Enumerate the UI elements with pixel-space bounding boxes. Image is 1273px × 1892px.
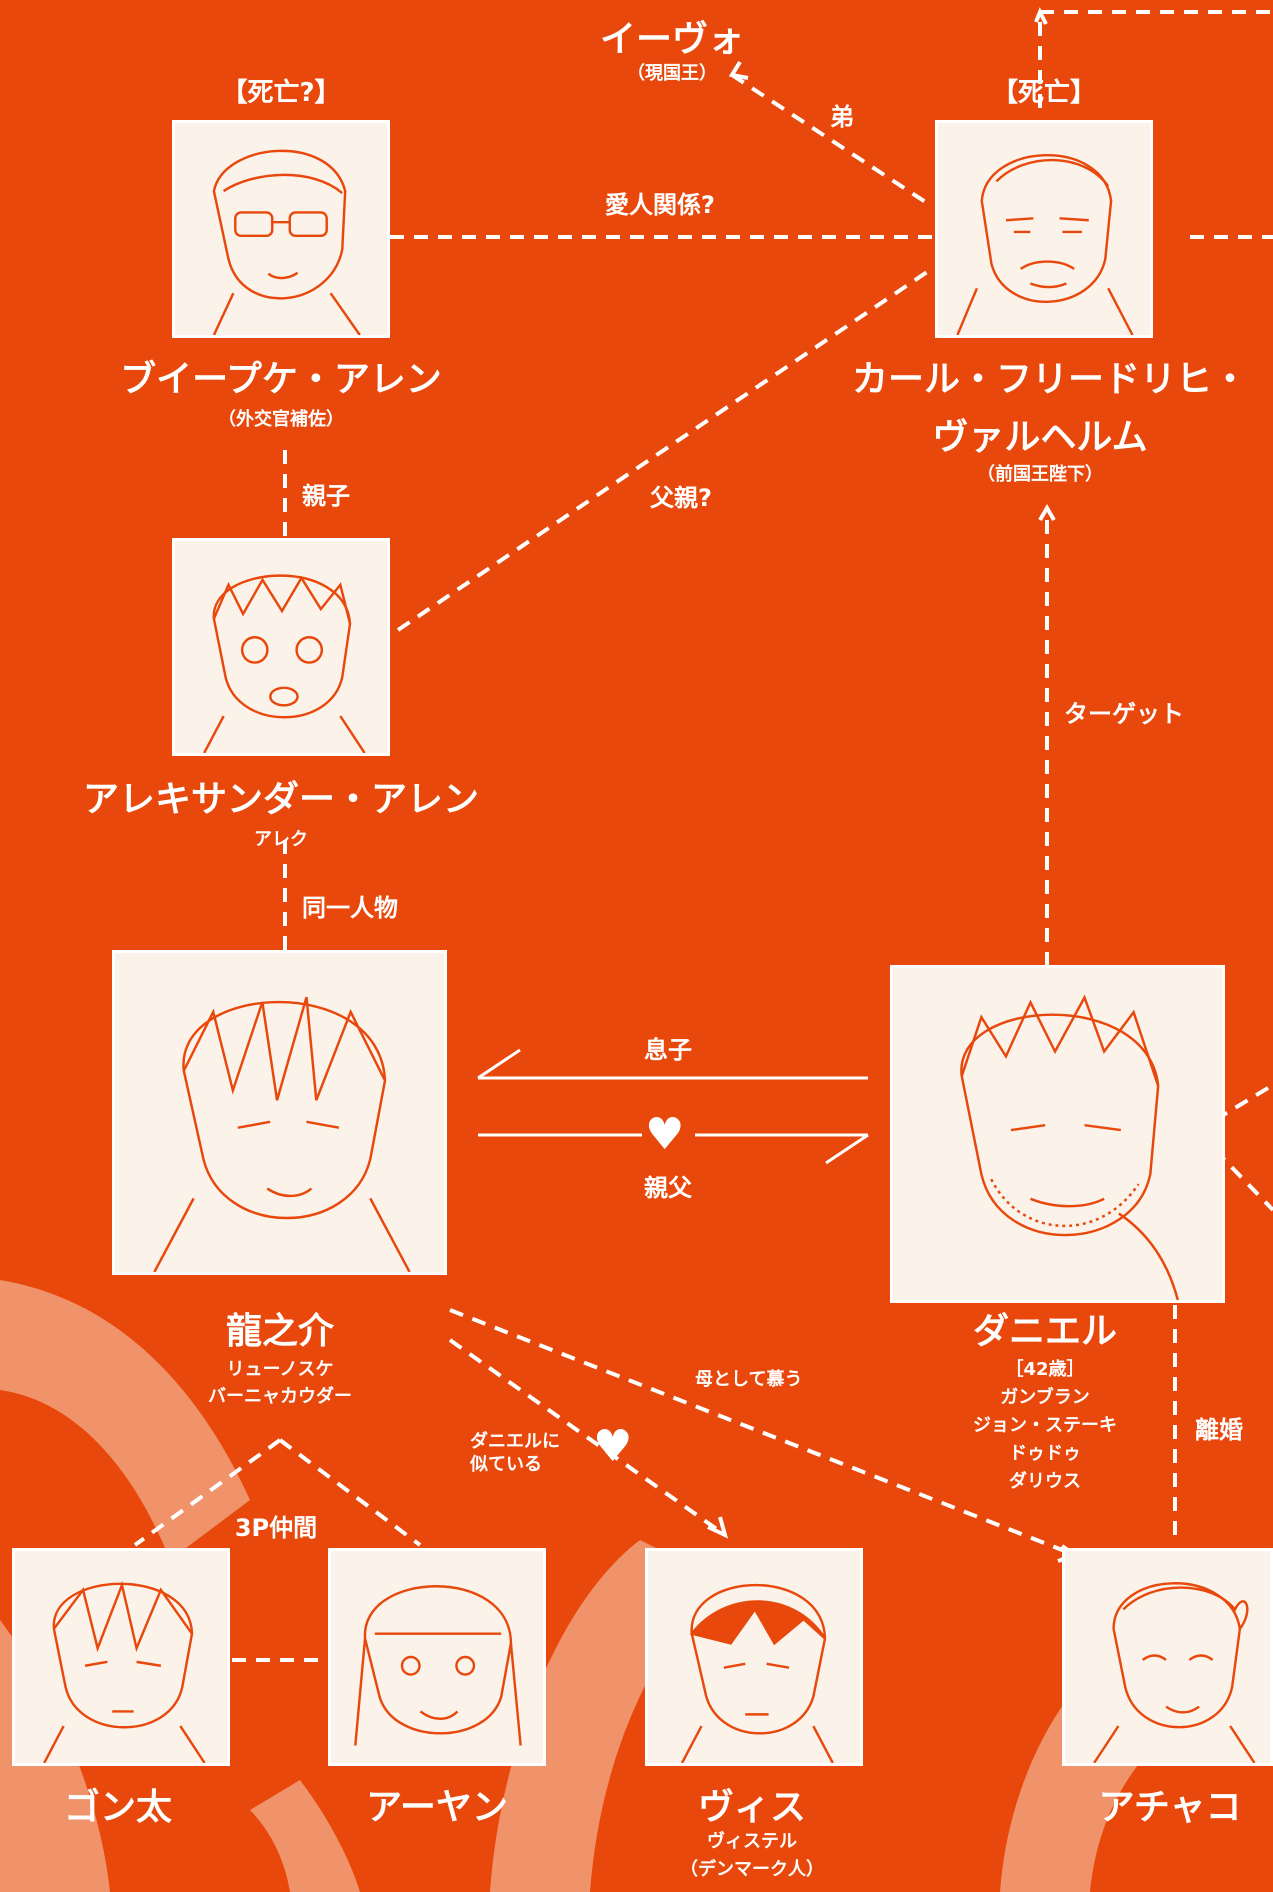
alexander-note: アレク (254, 829, 308, 850)
ivo-note: （現国王） (627, 63, 717, 84)
daniel-note3: ジョン・ステーキ (973, 1415, 1117, 1436)
relation-mother-admire: 母として慕う (695, 1369, 803, 1390)
karl-note: （前国王陛下） (977, 464, 1103, 485)
relation-threesome: 3P仲間 (234, 1514, 318, 1542)
bipke-name: ブイープケ・アレン (120, 359, 442, 400)
aayan-name: アーヤン (366, 1787, 508, 1828)
edge-ryu-vis (448, 1338, 727, 1537)
portrait-aayan (328, 1548, 546, 1766)
edge-ryu-gonta (133, 1438, 282, 1547)
relation-father-q: 父親? (650, 484, 712, 512)
relation-target: ターゲット (1064, 700, 1184, 728)
karl-portrait-icon (956, 153, 1134, 335)
heart-icon: ♥ (645, 1109, 685, 1160)
relation-dad: 親父 (644, 1174, 692, 1202)
ryunosuke-name: 龍之介 (225, 1311, 335, 1352)
gonta-portrait-icon (43, 1580, 206, 1763)
aayan-portrait-icon (354, 1585, 522, 1746)
relation-lovers: 愛人関係? (605, 191, 715, 219)
relation-resembles: ダニエルに 似ている (470, 1431, 560, 1476)
bipke-note: （外交官補佐） (218, 409, 344, 430)
relation-same-person: 同一人物 (302, 894, 398, 922)
portrait-ryunosuke (112, 950, 447, 1275)
edge-ivo-karl (730, 73, 932, 207)
relation-divorce: 離婚 (1195, 1416, 1243, 1444)
ryunosuke-portrait-icon (153, 996, 411, 1272)
karl-status: 【死亡】 (991, 78, 1097, 108)
heart-icon-2: ♥ (593, 1421, 633, 1472)
portrait-achako (1062, 1548, 1273, 1766)
portrait-karl (935, 120, 1153, 338)
daniel-portrait-icon (960, 994, 1179, 1300)
portrait-daniel (890, 965, 1225, 1303)
edge-alex-karl (396, 268, 932, 632)
daniel-note5: ダリウス (1009, 1471, 1081, 1492)
portrait-vis (645, 1548, 863, 1766)
relation-brother: 弟 (830, 103, 854, 131)
portrait-alexander (172, 538, 390, 756)
alexander-portrait-icon (203, 574, 366, 753)
daniel-name: ダニエル (972, 1311, 1118, 1352)
vis-note1: ヴィステル (707, 1831, 797, 1852)
ryunosuke-note1: リューノスケ (226, 1359, 334, 1380)
achako-portrait-icon (1093, 1582, 1256, 1763)
vis-portrait-icon (680, 1583, 834, 1763)
relation-parent-child: 親子 (302, 482, 350, 510)
achako-name: アチャコ (1098, 1787, 1242, 1828)
ryunosuke-note2: バーニャカウダー (208, 1386, 352, 1407)
karl-name-line1: カール・フリードリヒ・ (851, 359, 1249, 400)
ivo-name: イーヴォ (599, 19, 745, 60)
portrait-bipke (172, 120, 390, 338)
portrait-gonta (12, 1548, 230, 1766)
daniel-note2: ガンブラン (1000, 1387, 1090, 1408)
edge-ryu-aayan (278, 1438, 422, 1547)
vis-name: ヴィス (697, 1787, 807, 1828)
daniel-note4: ドゥドゥ (1009, 1443, 1081, 1464)
relation-son: 息子 (644, 1036, 692, 1064)
vis-note2: （デンマーク人） (680, 1859, 824, 1880)
bipke-portrait-icon (212, 149, 361, 335)
daniel-note1: ［42歳］ (1005, 1359, 1085, 1380)
alexander-name: アレキサンダー・アレン (82, 779, 480, 820)
edge-ryu-achako (449, 1308, 1076, 1557)
gonta-name: ゴン太 (63, 1787, 173, 1828)
karl-name-line2: ヴァルヘルム (932, 417, 1148, 458)
bipke-status: 【死亡?】 (221, 78, 341, 108)
